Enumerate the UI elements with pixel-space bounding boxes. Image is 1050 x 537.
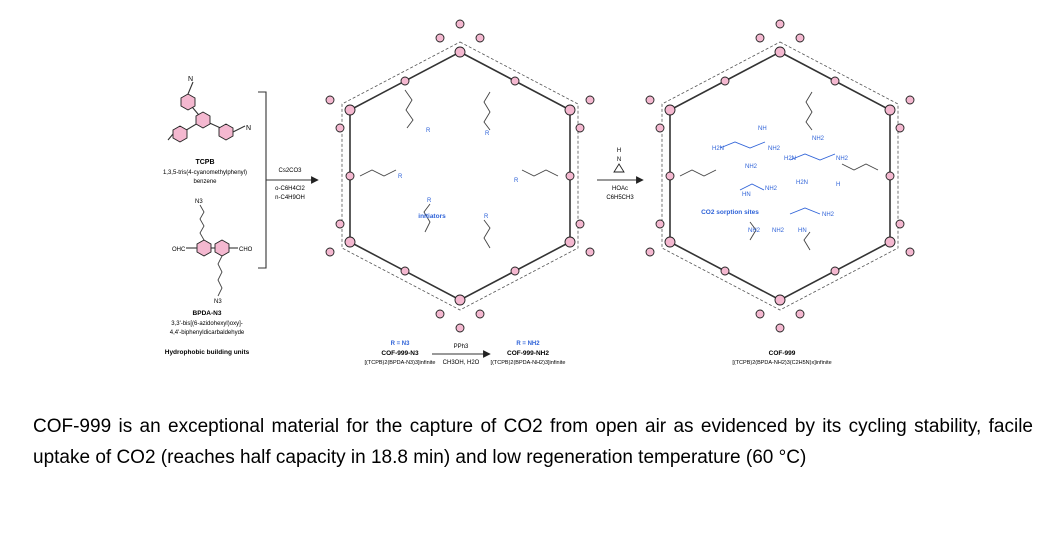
bpda-name-line2: 4,4'-biphenyldicarbaldehyde: [170, 330, 245, 336]
h2n-label: H2N: [712, 146, 724, 152]
r-group-label: R: [398, 174, 403, 180]
cn-label: N: [188, 76, 193, 83]
hn-label: HN: [742, 192, 751, 198]
h2n-label: H2N: [796, 180, 808, 186]
cof-n3-label: COF-999-N3: [381, 350, 419, 357]
bracket: [258, 91, 267, 269]
r-group-label: R: [484, 214, 489, 220]
condition-solvent-2: n-C4H9OH: [275, 195, 305, 201]
nh2-label: NH2: [812, 136, 825, 142]
co2-sorption-sites-label: CO2 sorption sites: [701, 209, 759, 216]
nh2-label: NH2: [768, 146, 781, 152]
tcpb-label: TCPB: [195, 159, 214, 166]
cof-n3-framework: [325, 19, 595, 333]
cof-nh2-label: COF-999-NH2: [507, 350, 549, 357]
cho-label: CHO: [239, 247, 253, 253]
nh-label: NH: [758, 126, 767, 132]
r-group-label: R: [426, 128, 431, 134]
condition-pph3: PPh3: [454, 344, 469, 350]
condition-hoac: HOAc: [612, 186, 628, 192]
hn-label: HN: [798, 228, 807, 234]
condition-cs2co3: Cs2CO3: [278, 168, 302, 174]
figure-caption: COF-999 is an exceptional material for t…: [33, 416, 1033, 468]
n3-label: N3: [214, 299, 222, 305]
aziridine-h: H: [617, 148, 621, 154]
h2n-label: H2N: [784, 156, 796, 162]
cof-999-formula: [(TCPB)2(BPDA-NH2)3(C2H5N)x]infinite: [732, 360, 831, 366]
nh2-label: NH2: [772, 228, 785, 234]
r-group-label: R: [514, 178, 519, 184]
hydrophobic-label: Hydrophobic building units: [165, 349, 250, 356]
condition-toluene: C6H5CH3: [606, 195, 634, 201]
condition-solvent-1: o-C6H4Cl2: [275, 186, 305, 192]
cof-n3-formula: [(TCPB)2(BPDA-N3)3]infinite: [365, 360, 436, 366]
nh2-label: NH2: [765, 186, 778, 192]
bpda-label: BPDA-N3: [193, 310, 222, 317]
cn-label: N: [246, 125, 251, 132]
initiators-label: initiators: [418, 213, 446, 220]
bpda-name-line1: 3,3'-bis[(6-azidohexyl)oxy]-: [171, 321, 243, 327]
r-eq-nh2-label: R = NH2: [516, 341, 540, 347]
r-group-label: R: [427, 198, 432, 204]
h-label: H: [836, 182, 840, 188]
reaction-scheme: N N TCPB 1,3,5-tris(4-cyanomethylphenyl)…: [163, 19, 915, 366]
condition-ch3oh-h2o: CH3OH, H2O: [443, 360, 480, 366]
r-eq-n3-label: R = N3: [391, 341, 411, 347]
nh2-label: NH2: [748, 228, 761, 234]
tcpb-name-line1: 1,3,5-tris(4-cyanomethylphenyl): [163, 170, 247, 176]
nh2-label: NH2: [836, 156, 849, 162]
nh2-label: NH2: [822, 212, 835, 218]
bpda-structure: [186, 204, 238, 297]
aziridine-ring: [613, 163, 625, 173]
cof-nh2-formula: [(TCPB)2(BPDA-NH2)3]infinite: [491, 360, 566, 366]
r-group-label: R: [485, 131, 490, 137]
aziridine-n: N: [617, 157, 621, 163]
tcpb-structure: [167, 81, 246, 143]
tcpb-name-line2: benzene: [193, 179, 217, 185]
cof-999-framework: [645, 19, 915, 333]
cof-999-label: COF-999: [769, 350, 796, 357]
ohc-label: OHC: [172, 247, 186, 253]
nh2-label: NH2: [745, 164, 758, 170]
n3-label: N3: [195, 199, 203, 205]
